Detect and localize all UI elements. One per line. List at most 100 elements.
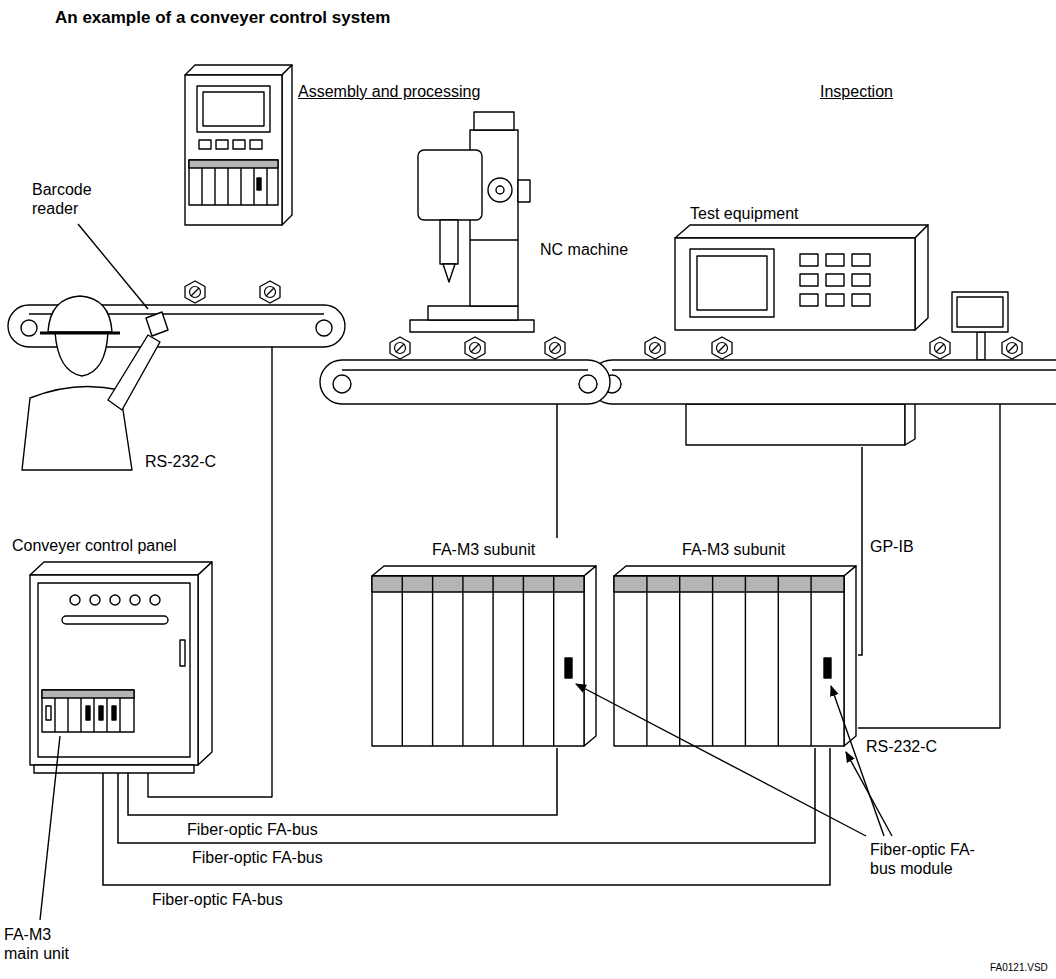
- rack-module-dividers: [647, 576, 811, 746]
- part-label: Barcode reader: [32, 180, 108, 218]
- machine-wheel: [488, 178, 512, 202]
- cabinet-rack-indicator: [257, 178, 261, 190]
- connector-label-box: Fiber-optic FA-bus: [150, 890, 285, 909]
- main-unit-indicator: [86, 706, 90, 720]
- conveyor-belt: [590, 360, 1056, 404]
- machine-table: [428, 306, 518, 320]
- leader-arrow: [831, 686, 884, 836]
- workpiece: [645, 337, 665, 359]
- equipment-screen-inner: [697, 256, 767, 310]
- equipment-key: [800, 294, 818, 306]
- machine-wheel-hub: [496, 186, 504, 194]
- equipment-top: [675, 225, 928, 238]
- rack-side: [844, 566, 856, 746]
- equipment-skirt-side: [905, 398, 915, 445]
- panel-button: [70, 595, 80, 605]
- equipment-key: [852, 294, 870, 306]
- subunit-rack-drawing: [372, 566, 596, 746]
- equipment-key: [826, 274, 844, 286]
- operator-cabinet: [185, 65, 292, 225]
- conveyor-roller: [21, 320, 37, 336]
- node-label: FA-M3 subunit: [682, 540, 785, 559]
- nc-machine-drawing: [410, 112, 534, 332]
- worker: [22, 296, 168, 470]
- machine-handle: [518, 180, 530, 202]
- bus-label: GP-IB: [868, 537, 916, 556]
- worker-face: [55, 332, 108, 376]
- leader-line: [78, 224, 148, 309]
- monitor-drawing: [952, 292, 1008, 360]
- panel-button: [130, 595, 140, 605]
- main-unit-indicator: [112, 706, 116, 720]
- section-heading: Inspection: [820, 82, 893, 101]
- label-box: FA-M3 main unit: [4, 925, 88, 963]
- monitor-pole: [977, 332, 985, 360]
- rack-module-dividers: [402, 576, 553, 746]
- conveyor-right: [590, 360, 1056, 404]
- leader-arrow: [846, 752, 892, 836]
- rack-top: [372, 566, 596, 576]
- conveyor-roller: [316, 320, 332, 336]
- part-label: Fiber-optic FA-bus module: [870, 840, 1000, 878]
- main-unit-indicator: [99, 706, 103, 720]
- signal-name: RS-232-C: [866, 737, 937, 756]
- panel-top: [30, 562, 212, 575]
- panel-button: [110, 595, 120, 605]
- equipment-skirt: [686, 404, 905, 445]
- panel-button: [90, 595, 100, 605]
- workpiece: [465, 337, 485, 359]
- label-box: Inspection: [820, 82, 893, 101]
- diagram-title: An example of a conveyer control system: [55, 8, 390, 28]
- node-label: NC machine: [540, 240, 628, 259]
- connector-label-box: GP-IB: [868, 537, 916, 556]
- bus-label: Fiber-optic FA-bus: [185, 820, 320, 839]
- signal-name: RS-232-C: [145, 452, 216, 471]
- conveyor-roller: [333, 375, 351, 393]
- label-box: RS-232-C: [866, 737, 937, 756]
- equipment-key: [852, 274, 870, 286]
- cabinet-button: [216, 140, 228, 149]
- rs232c-wire: [858, 404, 1000, 728]
- main-unit-strip: [42, 690, 134, 698]
- node-label: Conveyer control panel: [12, 536, 177, 555]
- subunit-rack: FA-M3 subunit: [368, 538, 600, 748]
- equipment-screen: [690, 249, 774, 317]
- drawing-number: FA0121.VSD: [990, 962, 1048, 974]
- machine-base: [410, 320, 534, 332]
- cabinet-rack: [189, 160, 278, 205]
- main-unit-indicator: [46, 706, 51, 720]
- leader-line: [40, 736, 60, 920]
- rack-strip: [614, 576, 844, 592]
- cabinet-screen: [197, 86, 270, 132]
- worker-helmet: [48, 296, 112, 332]
- nc-machine: NC machine: [400, 105, 648, 363]
- workpiece: [390, 337, 410, 359]
- panel-front: [30, 575, 198, 765]
- machine-head: [418, 150, 482, 220]
- control-panel: Conveyer control panel: [8, 532, 222, 773]
- rack-front: [372, 576, 584, 746]
- monitor-screen: [957, 297, 1003, 327]
- panel-slot: [62, 616, 168, 624]
- conveyor-belt: [320, 360, 610, 404]
- bus-label: Fiber-optic FA-bus: [190, 848, 325, 867]
- label-box: Assembly and processing: [298, 82, 480, 101]
- machine-detail: [470, 239, 518, 240]
- fiber-module-port: [824, 658, 831, 678]
- equipment-key: [852, 254, 870, 266]
- cabinet-button: [199, 140, 211, 149]
- part-label: FA-M3 main unit: [4, 925, 88, 963]
- cabinet-front: [185, 75, 282, 225]
- rs232c-wire: [148, 347, 272, 797]
- equipment-front: [675, 238, 915, 330]
- label-box: FA0121.VSD: [990, 962, 1048, 974]
- test-equipment: Test equipment: [672, 200, 930, 447]
- cabinet-button: [233, 140, 245, 149]
- worker-arm: [108, 335, 160, 410]
- cable-connector: [858, 447, 862, 655]
- cabinet-button: [250, 140, 262, 149]
- rack-top: [614, 566, 856, 576]
- equipment-key: [826, 254, 844, 266]
